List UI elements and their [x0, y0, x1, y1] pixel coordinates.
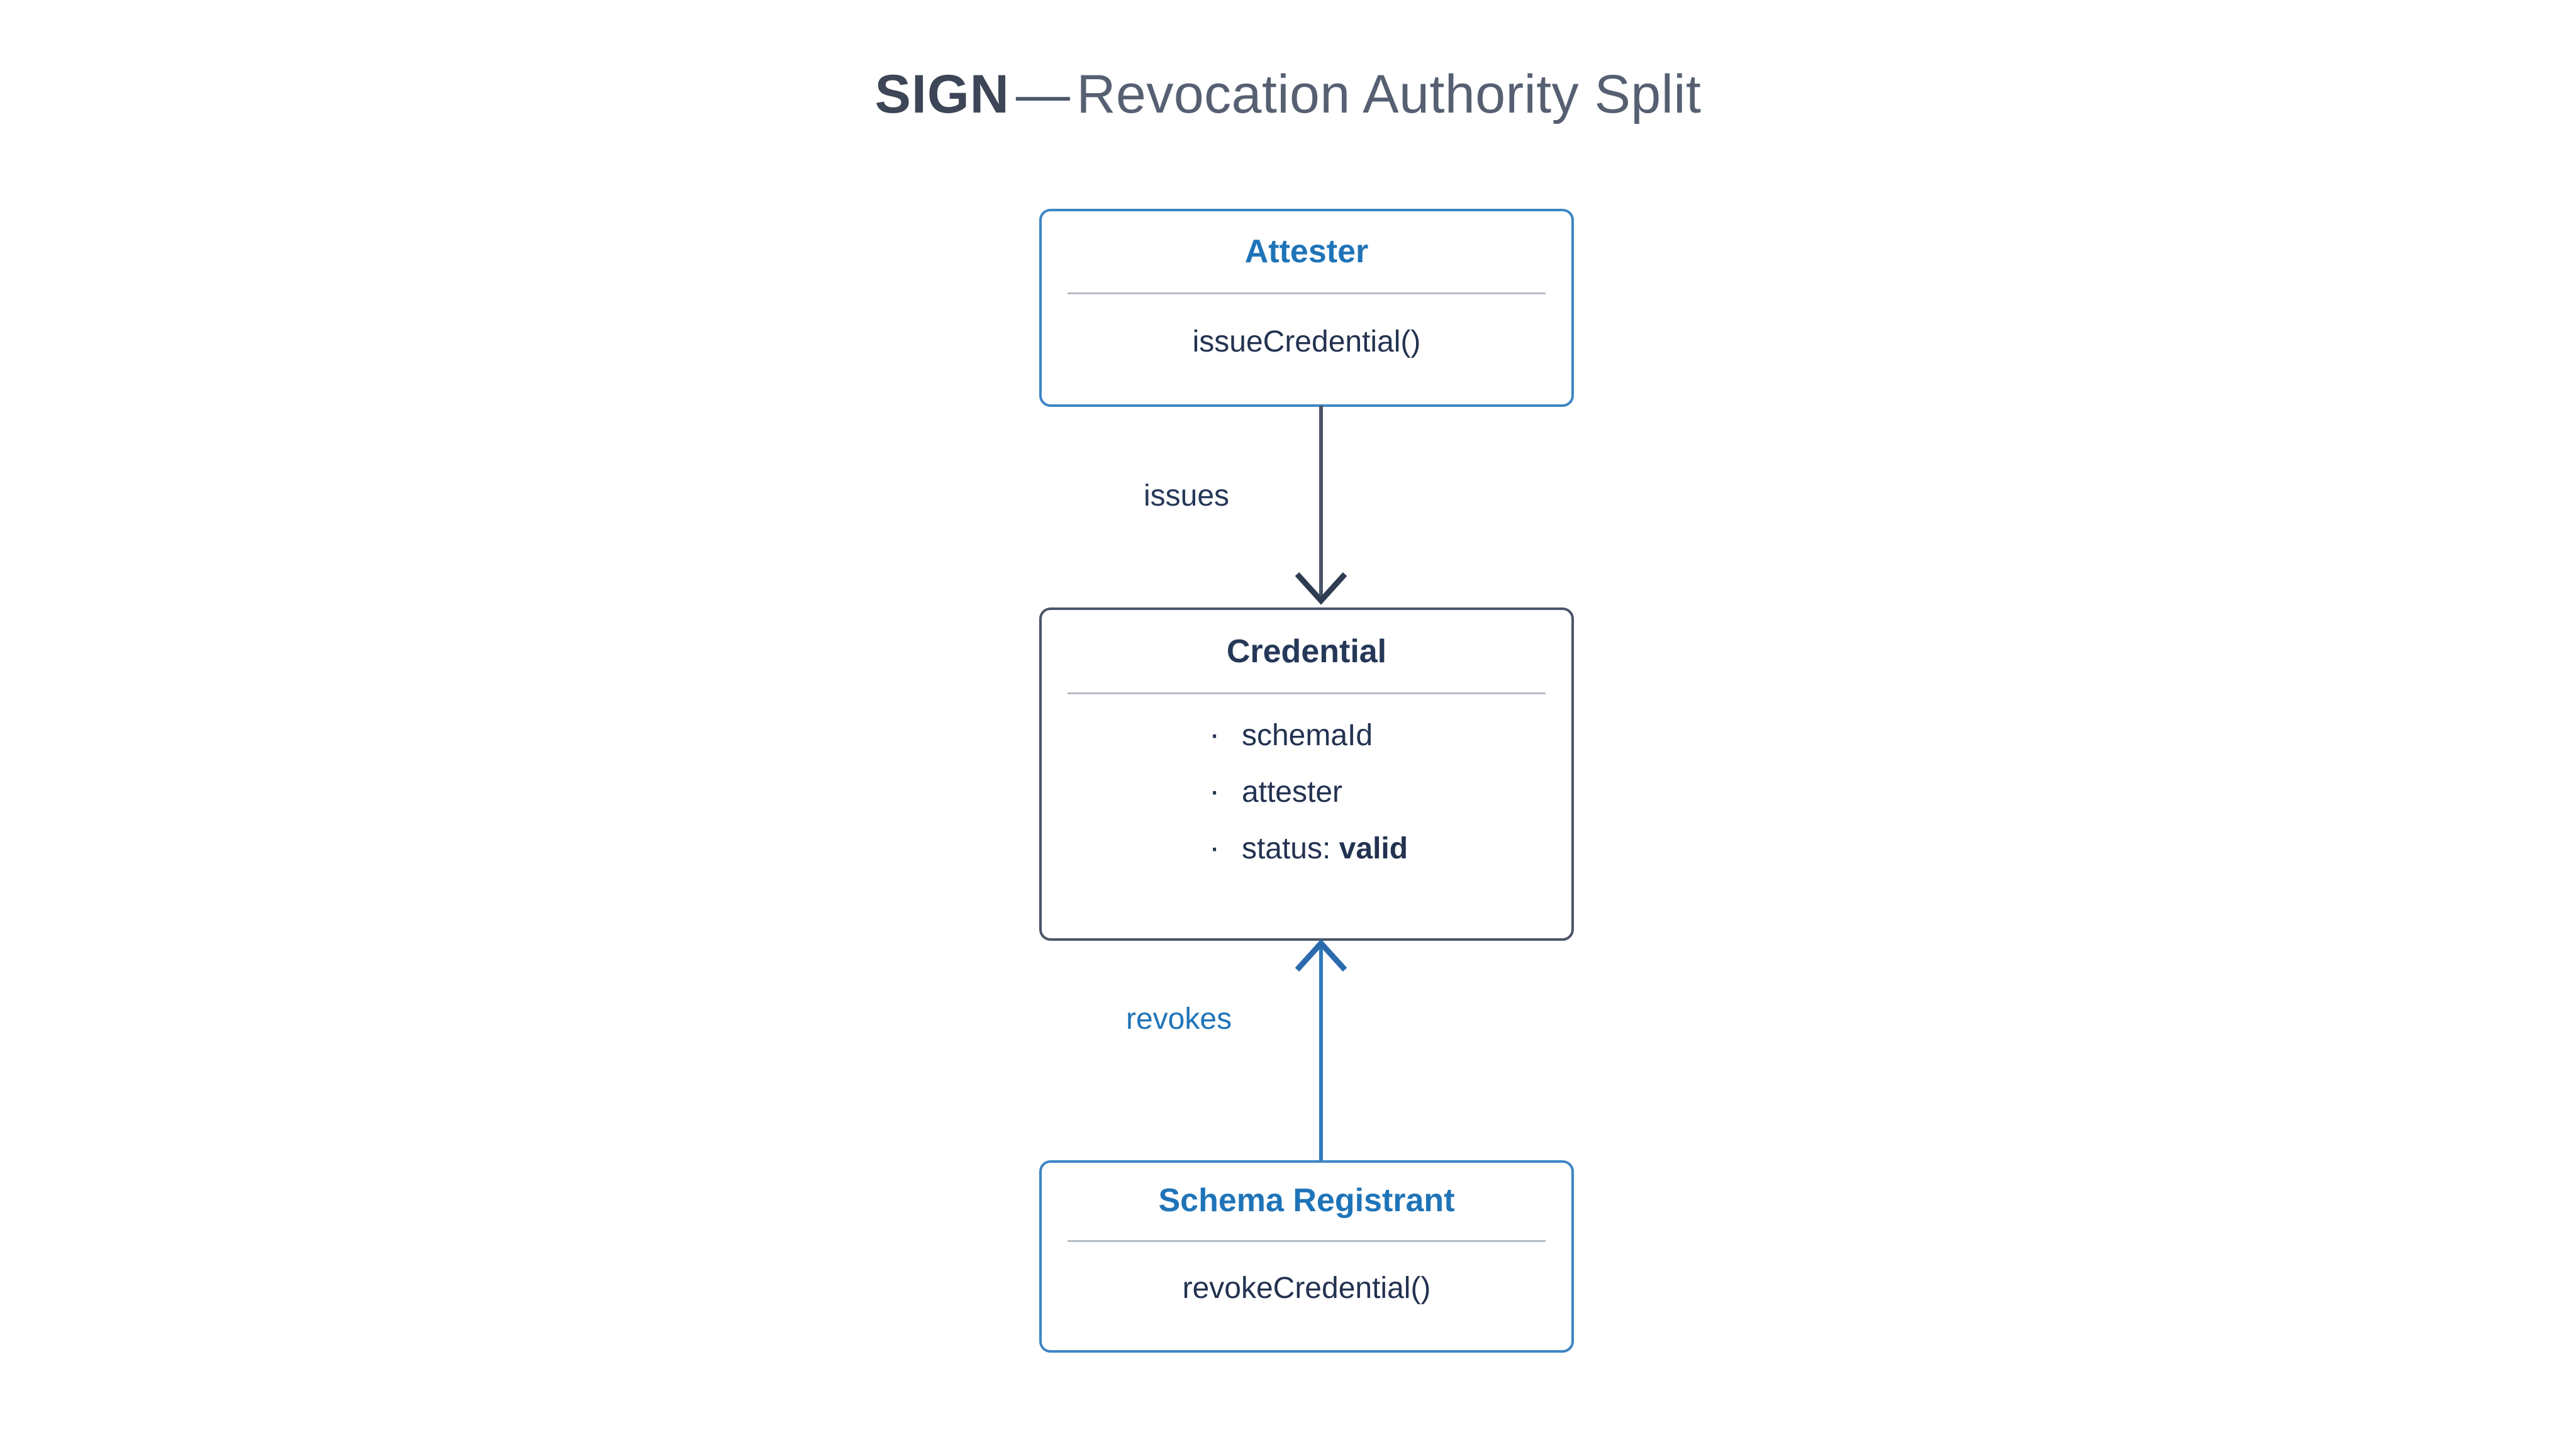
title-subject: Revocation Authority Split	[1076, 64, 1702, 125]
arrowhead-up-icon	[1295, 939, 1347, 972]
attribute-text: status:	[1241, 832, 1339, 866]
connector-issues	[1295, 406, 1347, 605]
class-title-attester: Attester	[1244, 233, 1369, 270]
class-box-attester[interactable]: Attester issueCredential()	[1039, 209, 1574, 407]
attribute-list: schemaId attester status: valid	[1205, 718, 1408, 866]
edge-label-revokes: revokes	[1126, 1002, 1232, 1036]
class-title-schema-registrant: Schema Registrant	[1158, 1182, 1455, 1219]
page-title: SIGN—Revocation Authority Split	[0, 66, 2576, 123]
list-item: status: valid	[1205, 831, 1408, 866]
attribute-text: schemaId	[1241, 719, 1373, 753]
class-divider	[1068, 1240, 1546, 1243]
class-box-schema-registrant[interactable]: Schema Registrant revokeCredential()	[1039, 1160, 1574, 1353]
arrowhead-down-icon	[1295, 572, 1347, 605]
list-item: schemaId	[1205, 718, 1408, 753]
class-title-credential: Credential	[1226, 633, 1387, 670]
edge-label-issues: issues	[1144, 479, 1230, 513]
title-dash: —	[1015, 64, 1071, 125]
class-method-schema-registrant: revokeCredential()	[1182, 1272, 1431, 1306]
connector-revokes	[1295, 939, 1347, 1163]
class-box-credential[interactable]: Credential schemaId attester status: val…	[1039, 607, 1574, 941]
attribute-value: valid	[1339, 832, 1408, 866]
class-method-attester: issueCredential()	[1192, 325, 1421, 359]
title-keyword: SIGN	[874, 64, 1010, 125]
attribute-text: attester	[1241, 775, 1343, 809]
attribute-list-wrapper: schemaId attester status: valid	[1042, 718, 1571, 866]
list-item: attester	[1205, 775, 1408, 809]
class-divider	[1068, 692, 1546, 695]
class-divider	[1068, 292, 1546, 295]
